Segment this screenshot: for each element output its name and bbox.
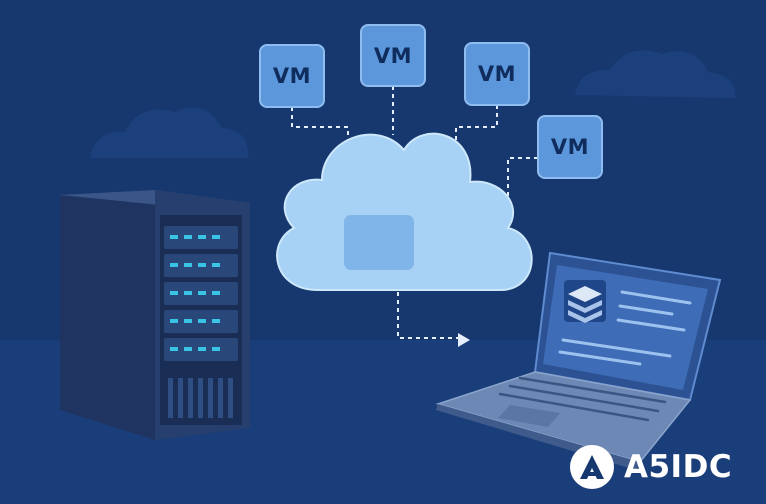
background-cloud-left bbox=[90, 107, 249, 158]
cloud-shape bbox=[276, 132, 533, 292]
vm-label: VM bbox=[478, 62, 516, 86]
background-cloud-right bbox=[575, 50, 736, 98]
stack-layers-icon bbox=[564, 280, 606, 323]
vm-box: VM bbox=[259, 44, 325, 108]
screen-text-lines bbox=[558, 290, 692, 366]
arrow-head-icon bbox=[458, 333, 470, 347]
vm-label: VM bbox=[273, 64, 311, 88]
cloud-center-chip bbox=[344, 215, 414, 270]
brand-watermark: A5IDC bbox=[570, 442, 732, 492]
laptop-touchpad bbox=[498, 405, 560, 427]
vm-box: VM bbox=[537, 115, 603, 179]
vm-box: VM bbox=[360, 24, 426, 87]
server-status-leds bbox=[170, 235, 220, 351]
vm-box: VM bbox=[464, 42, 530, 106]
server-vent-grille bbox=[168, 378, 233, 418]
vm-label: VM bbox=[374, 44, 412, 68]
brand-name: A5IDC bbox=[624, 449, 733, 485]
a5idc-logo-icon bbox=[570, 445, 614, 489]
dashed-connectors bbox=[291, 86, 538, 339]
server-rack-icon bbox=[60, 190, 250, 440]
keyboard-keys bbox=[498, 376, 667, 422]
vm-label: VM bbox=[551, 135, 589, 159]
